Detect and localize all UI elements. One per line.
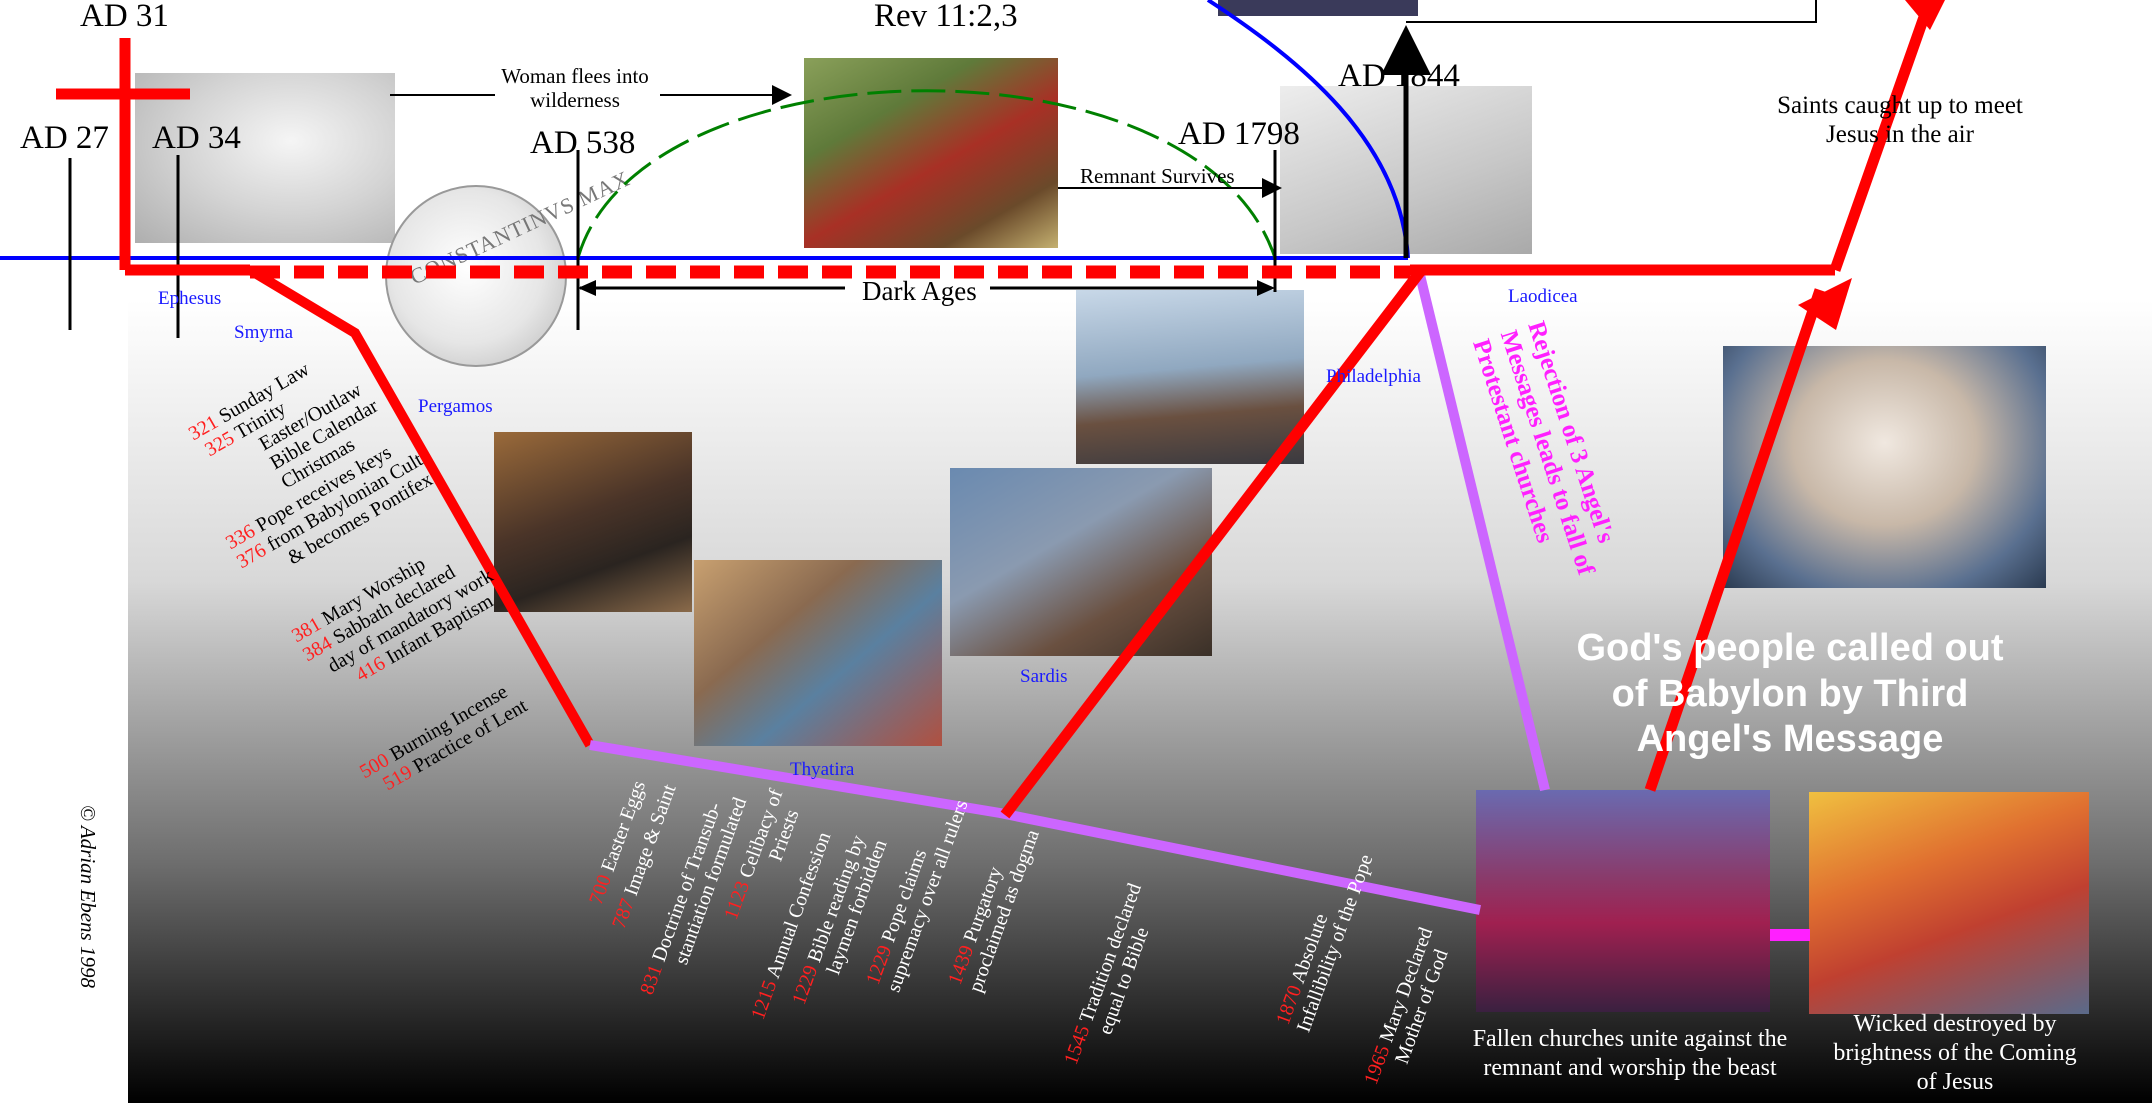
angels-image xyxy=(1723,346,2046,588)
blue-curve xyxy=(1206,0,1410,259)
church-thyatira: Thyatira xyxy=(790,759,855,780)
date-ad31: AD 31 xyxy=(80,0,169,34)
wilderness-arc xyxy=(576,89,1277,259)
date-rev: Rev 11:2,3 xyxy=(874,0,1018,34)
red-decline-line xyxy=(247,265,595,748)
reformers-image xyxy=(950,468,1212,656)
throne-image xyxy=(1218,0,1418,16)
dark-ages-label: Dark Ages xyxy=(862,276,977,306)
pilgrims-ship-image xyxy=(1076,290,1304,464)
date-ad1798: AD 1798 xyxy=(1178,116,1300,152)
copyright: © Adrian Ebens 1998 xyxy=(76,805,100,988)
remnant-label: Remnant Survives xyxy=(1080,164,1235,188)
wicked-destroyed-image xyxy=(1809,792,2089,1014)
church-ephesus: Ephesus xyxy=(158,288,222,309)
beast-woman-image xyxy=(1476,790,1770,1012)
date-ad538: AD 538 xyxy=(530,125,636,161)
page-number: 101 xyxy=(0,430,4,469)
church-philadelphia: Philadelphia xyxy=(1326,366,1421,387)
red-rise-line xyxy=(1000,268,1425,819)
martyrdom-image xyxy=(694,560,942,746)
church-sardis: Sardis xyxy=(1020,666,1068,687)
violet-rejection-line xyxy=(1415,273,1550,792)
woman-flees-label: Woman flees into wilderness xyxy=(501,64,649,113)
saints-label: Saints caught up to meet Jesus in the ai… xyxy=(1777,92,2023,148)
red-ascent-line xyxy=(1829,0,1936,272)
church-smyrna: Smyrna xyxy=(234,322,294,343)
violet-line xyxy=(589,740,1481,915)
throne-box xyxy=(1406,0,1817,23)
wicked-caption: Wicked destroyed by brightness of the Co… xyxy=(1833,1011,2077,1095)
date-ad27: AD 27 xyxy=(20,120,109,156)
date-ad34: AD 34 xyxy=(152,120,241,156)
called-out-label: God's people called out of Babylon by Th… xyxy=(1576,627,2004,761)
pope-statue-image xyxy=(494,432,692,612)
date-ad1844: AD 1844 xyxy=(1338,58,1460,94)
fallen-caption: Fallen churches unite against the remnan… xyxy=(1472,1026,1788,1081)
church-laodicea: Laodicea xyxy=(1508,286,1578,307)
church-pergamos: Pergamos xyxy=(418,396,493,417)
